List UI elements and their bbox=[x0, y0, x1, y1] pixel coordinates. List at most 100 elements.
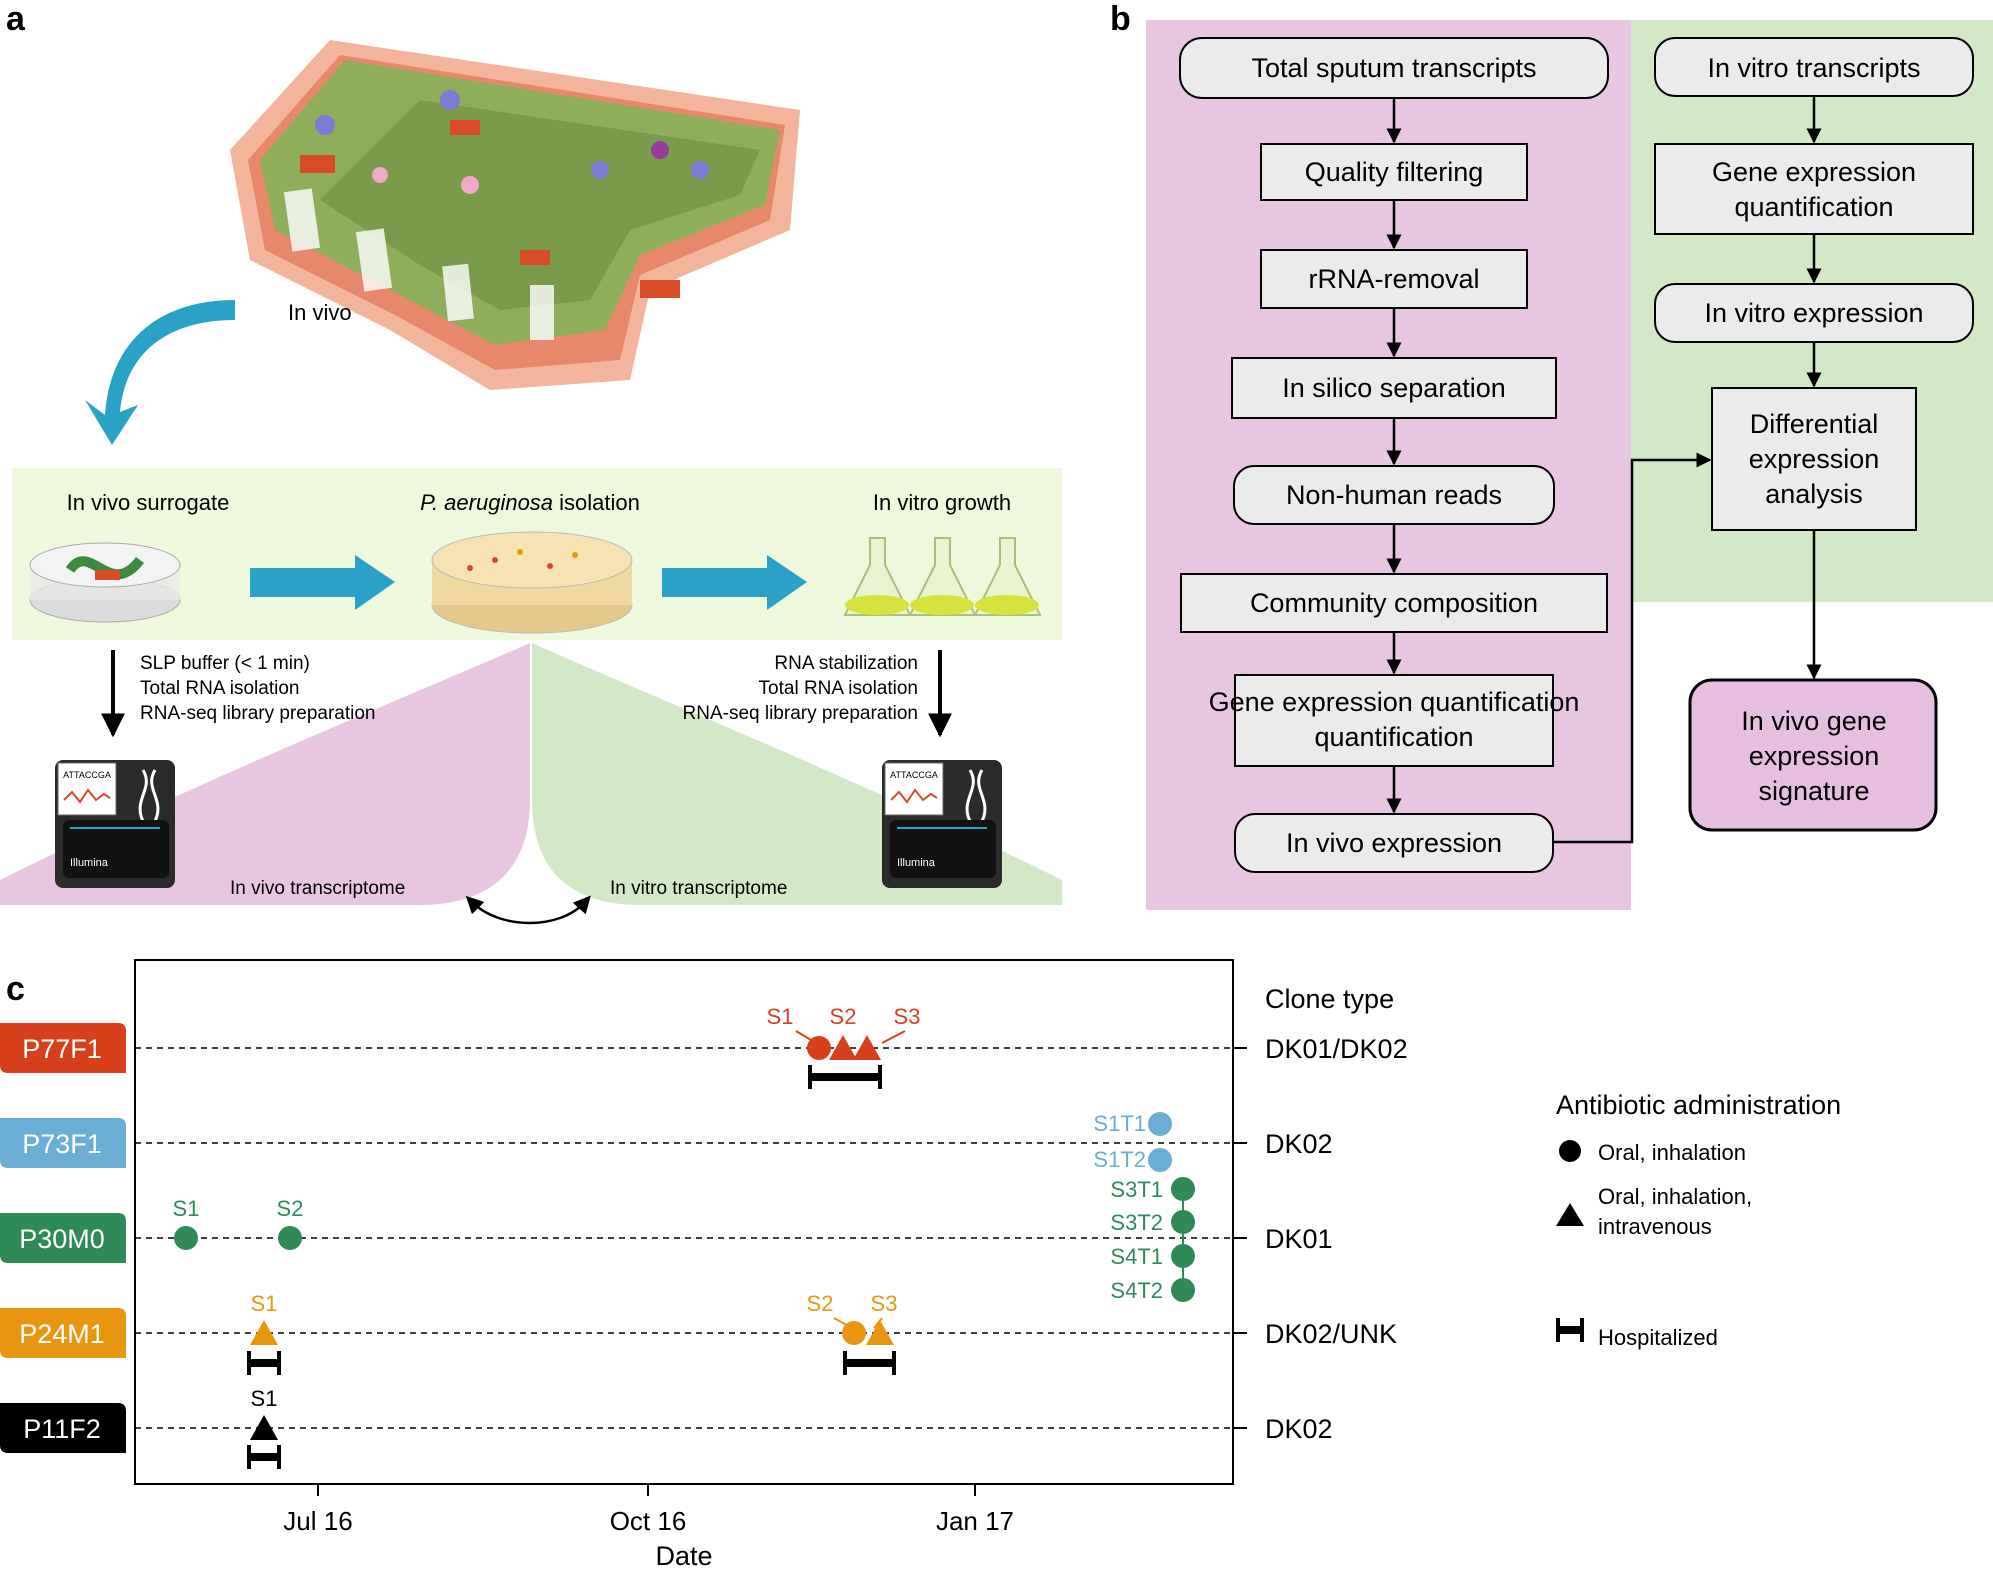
hospitalized-bar bbox=[249, 1453, 279, 1461]
sample-circle-marker bbox=[1171, 1177, 1195, 1201]
svg-text:ATTACCGA: ATTACCGA bbox=[890, 770, 938, 780]
svg-text:In vitro expression: In vitro expression bbox=[1704, 298, 1923, 328]
right-flow: In vitro transcripts In vitro expression bbox=[1654, 37, 1974, 832]
svg-text:Gene expression quantification: Gene expression quantification bbox=[1209, 687, 1580, 717]
stage-in-vitro-growth: In vitro growth bbox=[873, 490, 1011, 515]
sample-circle-marker bbox=[1171, 1210, 1195, 1234]
svg-text:ATTACCGA: ATTACCGA bbox=[63, 770, 111, 780]
patient-id: P11F2 bbox=[23, 1414, 101, 1444]
sample-circle-marker bbox=[1171, 1278, 1195, 1302]
differential-line3: analysis bbox=[1765, 479, 1863, 509]
flasks-icon bbox=[843, 537, 1042, 616]
hospitalized-bar-cap bbox=[808, 1065, 812, 1089]
sample-triangle-marker bbox=[853, 1035, 881, 1060]
hospitalized-bar bbox=[810, 1073, 880, 1081]
sample-circle-marker bbox=[174, 1226, 198, 1250]
differential-line1: Differential bbox=[1750, 409, 1879, 439]
petri-dish-isolation-icon bbox=[431, 531, 633, 634]
sample-triangle-marker bbox=[250, 1415, 278, 1440]
hospitalized-bar bbox=[249, 1359, 279, 1367]
svg-text:In silico separation: In silico separation bbox=[1282, 373, 1506, 403]
sample-label: S3 bbox=[894, 1004, 921, 1029]
patient-tag bbox=[0, 1118, 126, 1168]
legend-triangle-label-1: Oral, inhalation, bbox=[1598, 1184, 1752, 1209]
svg-text:Non-human reads: Non-human reads bbox=[1286, 480, 1502, 510]
x-tick-label: Jan 17 bbox=[936, 1506, 1014, 1536]
svg-text:Quality filtering: Quality filtering bbox=[1305, 157, 1484, 187]
sample-label: S1 bbox=[251, 1291, 278, 1316]
svg-text:rRNA-removal: rRNA-removal bbox=[1308, 264, 1479, 294]
sample-label: S1 bbox=[251, 1386, 278, 1411]
gene-quant-right-line1: Gene expression bbox=[1712, 157, 1916, 187]
signature-line2: expression bbox=[1749, 741, 1880, 771]
legend-triangle-label-2: intravenous bbox=[1598, 1214, 1712, 1239]
hospitalized-bar bbox=[845, 1359, 894, 1367]
clone-type-label: DK02/UNK bbox=[1265, 1319, 1397, 1349]
patient-tag bbox=[0, 1308, 126, 1358]
connector-arrow bbox=[1553, 452, 1712, 844]
hospitalized-bar-cap bbox=[843, 1351, 847, 1375]
clone-type-title: Clone type bbox=[1265, 984, 1394, 1014]
petri-dish-surrogate-icon bbox=[29, 542, 181, 623]
compare-arrow bbox=[465, 895, 591, 925]
gene-quant-right-line2: quantification bbox=[1734, 192, 1893, 222]
flow-box-differential bbox=[1711, 387, 1917, 531]
sample-circle-marker bbox=[842, 1321, 866, 1345]
sample-label: S3T1 bbox=[1110, 1177, 1163, 1202]
legend-circle-label: Oral, inhalation bbox=[1598, 1140, 1746, 1165]
panel-c-letter: c bbox=[6, 970, 25, 1008]
clone-type-label: DK01/DK02 bbox=[1265, 1034, 1408, 1064]
clone-type-label: DK02 bbox=[1265, 1414, 1333, 1444]
in-vivo-transcriptome-label: In vivo transcriptome bbox=[230, 878, 405, 899]
arrow-right-icon-2 bbox=[662, 555, 807, 610]
svg-text:Community composition: Community composition bbox=[1250, 588, 1538, 618]
sample-leader-line bbox=[881, 1030, 906, 1044]
sample-label: S2 bbox=[807, 1291, 834, 1316]
svg-text:In vitro transcripts: In vitro transcripts bbox=[1707, 53, 1920, 83]
sample-circle-marker bbox=[1148, 1148, 1172, 1172]
flow-box-quality bbox=[1260, 143, 1528, 201]
patient-tag bbox=[0, 1403, 126, 1453]
x-tick-label: Oct 16 bbox=[610, 1506, 687, 1536]
right-step-1: RNA stabilization bbox=[774, 653, 918, 674]
sequencer-left-icon: ATTACCGA Illumina bbox=[55, 760, 175, 888]
airway-illustration bbox=[230, 40, 800, 390]
panel-a-letter: a bbox=[6, 0, 26, 38]
sample-label: S4T2 bbox=[1110, 1278, 1163, 1303]
sample-label: S1T2 bbox=[1093, 1147, 1146, 1172]
sample-label: S1 bbox=[767, 1004, 794, 1029]
hospitalized-bar-cap bbox=[892, 1351, 896, 1375]
svg-text:Total sputum transcripts: Total sputum transcripts bbox=[1251, 53, 1536, 83]
right-step-2: Total RNA isolation bbox=[759, 678, 918, 699]
x-axis-label: Date bbox=[655, 1541, 712, 1571]
legend-title: Antibiotic administration bbox=[1556, 1090, 1841, 1120]
left-step-3: RNA-seq library preparation bbox=[140, 703, 376, 724]
hospitalized-bar-cap bbox=[878, 1065, 882, 1089]
right-step-3: RNA-seq library preparation bbox=[683, 703, 919, 724]
left-flow: Total sputum transcripts Quality filteri… bbox=[1179, 37, 1609, 873]
sample-label: S3T2 bbox=[1110, 1210, 1163, 1235]
sample-triangle-marker bbox=[829, 1035, 857, 1060]
hospitalized-bar-cap bbox=[247, 1445, 251, 1469]
hospitalized-bar-cap bbox=[277, 1445, 281, 1469]
patient-id: P73F1 bbox=[22, 1129, 102, 1159]
sample-label: S1T1 bbox=[1093, 1111, 1146, 1136]
patient-tag bbox=[0, 1213, 126, 1263]
hospitalized-bar-cap bbox=[247, 1351, 251, 1375]
clone-type-label: DK02 bbox=[1265, 1129, 1333, 1159]
sample-circle-marker bbox=[1171, 1244, 1195, 1268]
clone-type-label: DK01 bbox=[1265, 1224, 1333, 1254]
legend-hospitalized-icon bbox=[1556, 1318, 1584, 1342]
curved-arrow-icon bbox=[85, 300, 235, 445]
sample-label: S2 bbox=[277, 1196, 304, 1221]
sample-label: S1 bbox=[173, 1196, 200, 1221]
legend-circle-icon bbox=[1559, 1140, 1581, 1162]
in-vitro-transcriptome-label: In vitro transcriptome bbox=[610, 878, 787, 899]
legend: Antibiotic administration Oral, inhalati… bbox=[1556, 1090, 1841, 1350]
arrow-right-icon-1 bbox=[250, 555, 395, 610]
left-step-2: Total RNA isolation bbox=[140, 678, 299, 699]
in-vivo-label: In vivo bbox=[288, 300, 352, 325]
patient-id: P30M0 bbox=[19, 1224, 105, 1254]
gene-quant-left-line2: quantification bbox=[1314, 722, 1473, 752]
